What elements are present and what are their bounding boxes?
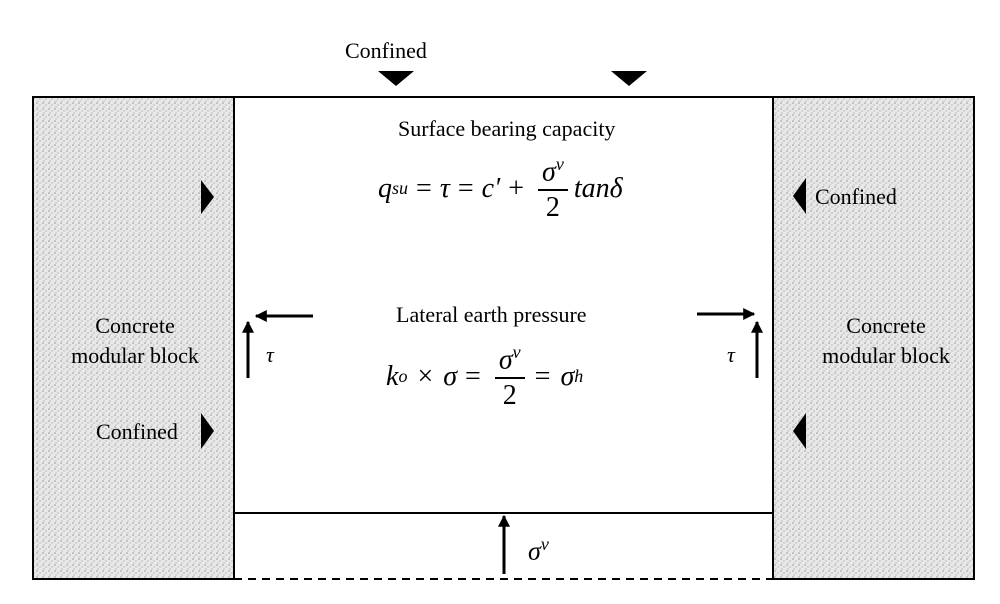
left-block-label-line1: Concrete [95,313,175,338]
confined-marker-left-lower [201,413,214,449]
eq-num-sigma: σ [542,156,556,188]
right-block-label: Concrete modular block [806,311,966,371]
eq2-num-sup: v [512,342,521,362]
eq-fraction: σv 2 [538,155,568,222]
eq2-fraction: σv 2 [494,342,525,412]
confined-marker-right-lower [793,413,806,449]
sigma-bottom-symbol: σ [528,536,541,566]
confined-marker-top-right [611,71,647,86]
eq-tau: τ [439,172,450,204]
eq-num-sup: v [555,154,564,174]
eq-equals-1: = [416,172,432,204]
eq-fraction-numerator: σv [538,154,568,192]
eq2-fraction-numerator: σv [494,342,525,380]
tau-label-right: τ [727,342,735,367]
left-block-label: Concrete modular block [70,311,200,371]
confined-label-right: Confined [815,184,897,209]
sigma-bottom-sup: v [540,534,549,554]
eq-plus: + [508,172,524,204]
right-block-label-line1: Concrete [846,313,926,338]
eq-q-sub: su [392,178,409,199]
right-block-label-line2: modular block [822,343,950,368]
confined-label-top: Confined [345,38,427,63]
eq2-num-sigma: σ [498,344,513,376]
eq2-k-sub: o [398,366,408,387]
eq2-k: k [386,360,399,392]
confined-marker-top-left [378,71,414,86]
eq2-sigma: σ [443,360,458,392]
eq-q: q [378,172,392,204]
right-concrete-block [772,96,975,580]
left-concrete-block [32,96,235,580]
confined-marker-right-upper [793,178,806,214]
eq-equals-2: = [457,172,474,204]
eq2-sigma-h-sub: h [574,366,584,387]
eq2-times: × [417,360,434,392]
eq-tan-delta: tanδ [573,172,623,204]
eq2-fraction-denominator: 2 [502,380,517,412]
eq2-equals-2: = [534,360,551,392]
eq-c-prime: c′ [481,172,501,204]
tau-label-left: τ [266,342,274,367]
confined-label-left: Confined [96,419,178,444]
eq2-sigma-h: σ [560,360,575,392]
confined-marker-left-upper [201,180,214,214]
lateral-earth-pressure-title: Lateral earth pressure [396,302,587,327]
sigma-label-bottom: σv [528,534,549,567]
surface-bearing-capacity-title: Surface bearing capacity [398,116,616,141]
eq2-equals-1: = [465,360,481,392]
eq-fraction-denominator: 2 [545,192,560,224]
left-block-label-line2: modular block [71,343,199,368]
